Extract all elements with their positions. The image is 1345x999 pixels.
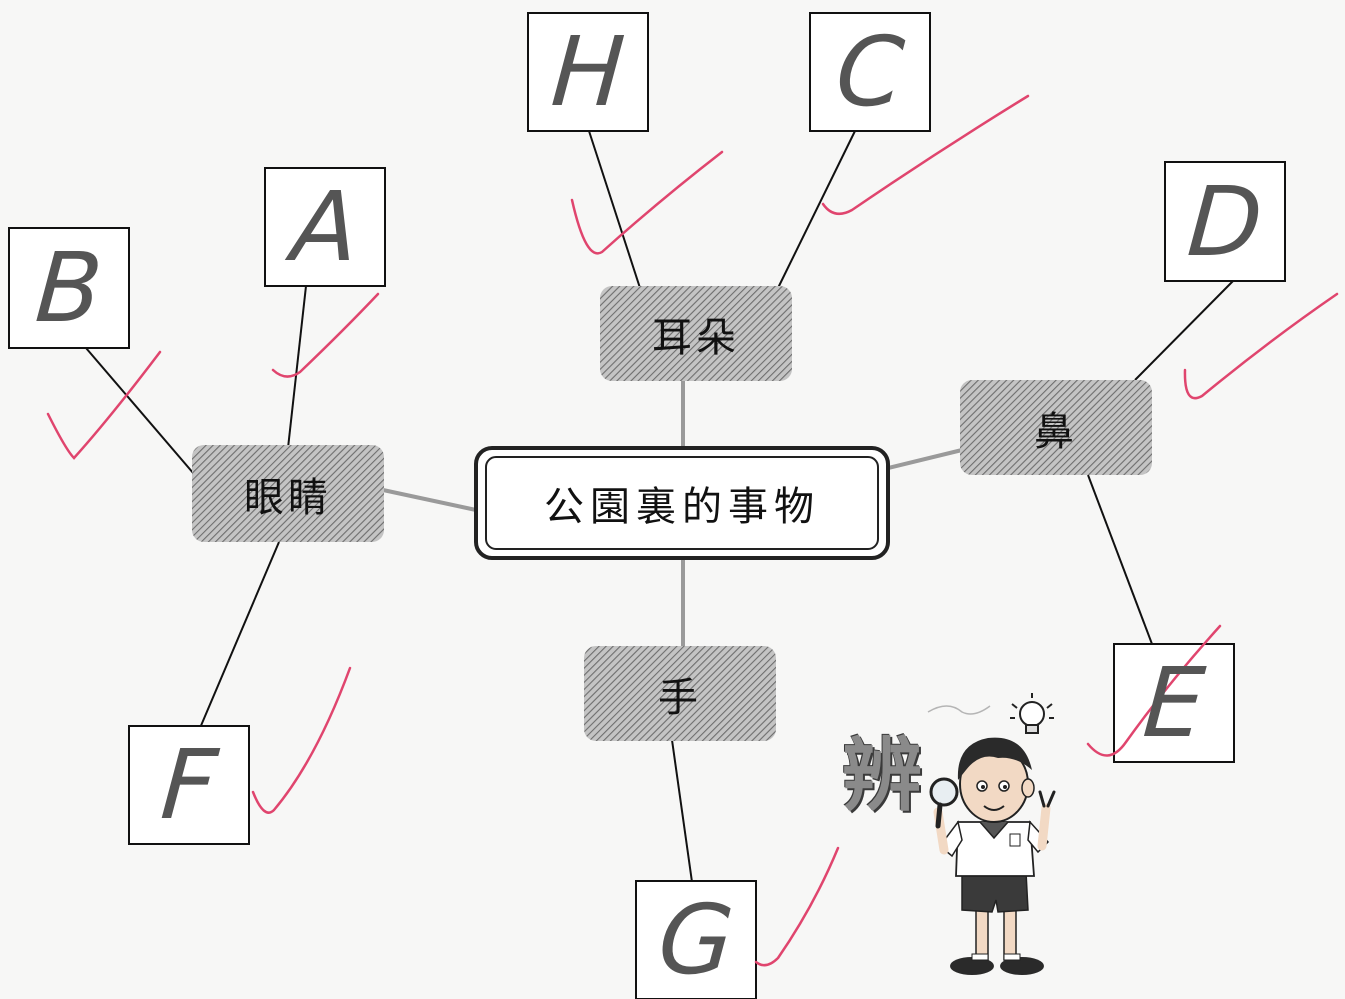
pencil-scribble (927, 705, 991, 715)
sense-box-hand (584, 646, 776, 741)
lightbulb-icon (1010, 693, 1054, 734)
connector-eyes-a (287, 285, 307, 449)
answer-box-eyes-1 (8, 227, 130, 349)
connector-eyes-f (199, 541, 280, 729)
answer-box-ears-1 (527, 12, 649, 132)
tick-mark-b (46, 350, 162, 460)
grey-connectors (382, 380, 963, 648)
boy-detective-mascot (929, 737, 1056, 975)
tick-mark-h (570, 150, 724, 255)
tick-mark-c (821, 94, 1030, 216)
center-topic-box (474, 446, 890, 560)
tick-mark-d (1183, 292, 1339, 400)
connector-nose-e (1087, 474, 1153, 645)
connector-eyes (382, 488, 477, 512)
answer-box-ears-2 (809, 12, 931, 132)
tick-mark-g (754, 846, 840, 967)
sense-box-ears (600, 286, 792, 381)
connector-eyes-b (85, 347, 195, 475)
answer-box-nose-1 (1164, 161, 1286, 282)
connector-nose-d (1134, 280, 1234, 381)
sense-box-nose (960, 380, 1152, 475)
answer-box-eyes-3 (128, 725, 250, 845)
answer-connectors (85, 130, 1234, 883)
connector-ears-c (777, 130, 856, 289)
tick-mark-a (271, 292, 380, 378)
connector-hand-g (671, 739, 693, 883)
connector-ears-h (588, 130, 641, 289)
tick-mark-f (251, 666, 352, 814)
answer-box-nose-2 (1113, 643, 1235, 763)
answer-box-eyes-2 (264, 167, 386, 287)
sense-box-eyes (192, 445, 384, 542)
grading-ticks (46, 94, 1339, 967)
connector-nose (887, 448, 963, 470)
answer-box-hand-1 (635, 880, 757, 999)
tick-mark-e (1086, 624, 1222, 757)
